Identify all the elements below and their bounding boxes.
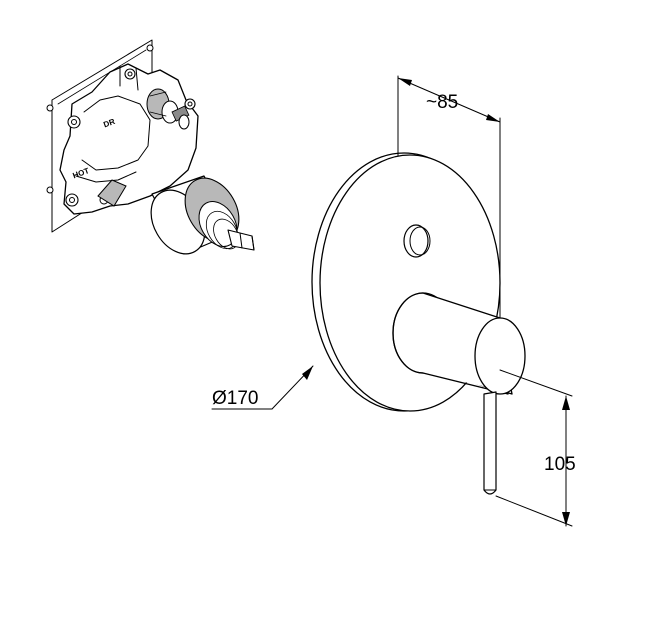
dimension-depth: ~85 xyxy=(397,75,501,319)
cartridge xyxy=(150,175,255,255)
top-fitting xyxy=(146,88,190,130)
height-label: 105 xyxy=(544,454,576,475)
diameter-label: Ø170 xyxy=(212,388,258,409)
trim-assembly xyxy=(311,152,526,495)
mixer-lever xyxy=(483,391,497,495)
diverter-button xyxy=(403,224,431,258)
depth-label: ~85 xyxy=(426,92,458,113)
dr-mark: DR xyxy=(102,117,116,129)
dimension-height: 105 xyxy=(495,369,576,527)
dimension-diameter: Ø170 xyxy=(211,365,314,410)
concealed-valve-body: DR HOT xyxy=(46,39,255,255)
mixer-handle xyxy=(392,292,526,395)
